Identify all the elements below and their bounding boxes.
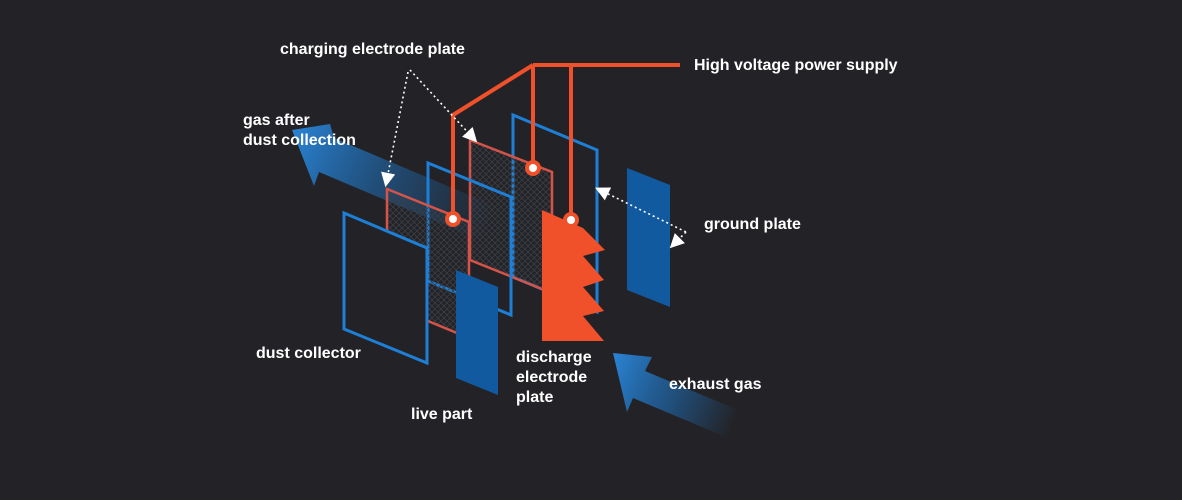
label-discharge-electrode-plate: discharge electrode plate [516,349,592,406]
leader-ground-right [669,231,687,249]
leader-lines [381,69,687,249]
leader-ground-back [595,187,687,233]
label-high-voltage-power-supply: High voltage power supply [694,57,898,74]
power-wiring [451,63,680,220]
exhaust-gas-arrow [613,353,745,440]
label-live-part: live part [411,406,473,423]
leader-charging-back [409,69,478,143]
label-charging-electrode-plate: charging electrode plate [280,41,465,58]
ground-plate-right [627,168,670,307]
live-part-plate [456,270,498,395]
label-ground-plate: ground plate [704,216,801,233]
label-exhaust-gas: exhaust gas [669,376,762,393]
discharge-electrode-plate [542,210,605,341]
leader-charging-front [381,71,409,188]
label-dust-collector: dust collector [256,345,361,362]
label-gas-after-dust-collection: gas after dust collection [243,112,356,149]
dust-collector-plate [342,210,429,366]
connection-terminals [445,160,579,228]
